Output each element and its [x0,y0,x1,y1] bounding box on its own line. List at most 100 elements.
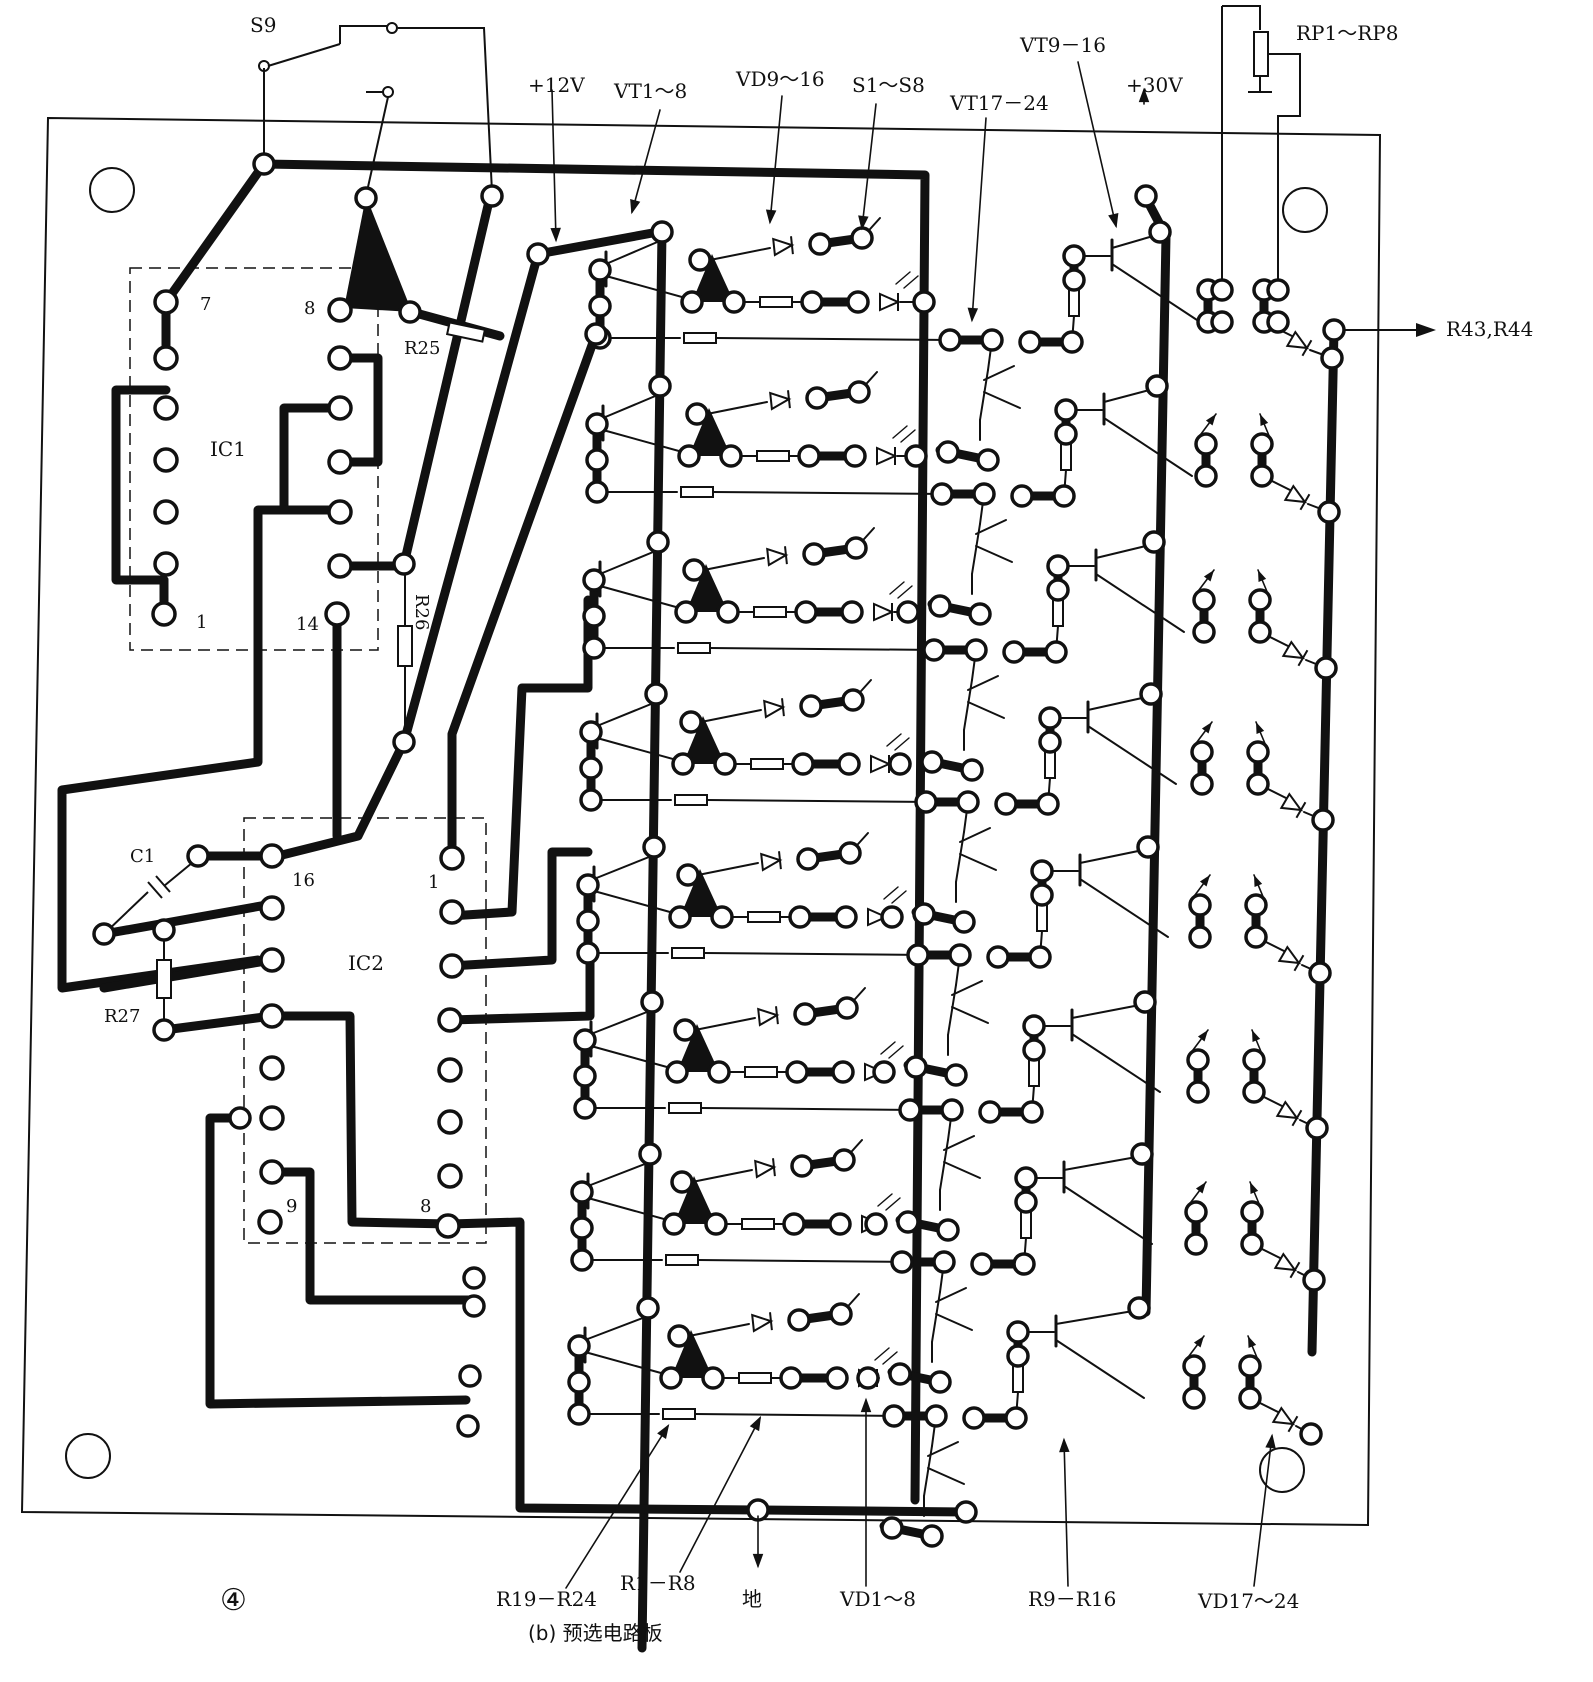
pin-ic1-7: 7 [200,294,211,315]
pad [1004,1406,1028,1430]
pad [976,448,1000,472]
pad [805,386,829,410]
pad [682,558,706,582]
pad [912,290,936,314]
triangle-pad [671,1330,713,1378]
pad [662,1212,686,1236]
transistor-base [963,679,973,731]
trace [688,1323,750,1337]
diode-body [1271,1406,1296,1426]
pad [914,790,938,814]
pad [673,1018,697,1042]
pad [153,499,179,525]
pad [1320,346,1344,370]
rp1-rp8-pot [1221,5,1301,290]
vd9-16-diode [751,1312,774,1333]
triangle-pad [683,716,725,764]
led-ray [885,1197,901,1211]
label-ic2: IC2 [348,951,384,975]
pad [930,482,954,506]
diode-body [876,446,898,466]
pad [327,297,353,323]
pad [462,1294,486,1318]
diode-bar [778,851,782,870]
mounting-hole [65,1433,111,1479]
diode-body [1281,640,1306,660]
trace [935,1313,973,1331]
pad [1322,318,1346,342]
transistor-collector [587,1161,651,1187]
trace [975,519,1007,535]
pad [828,1212,852,1236]
transistor-base [939,1139,949,1191]
pad [1145,374,1169,398]
pad [960,758,984,782]
led-ray [882,1351,898,1365]
diode-bar [769,1312,773,1331]
pad [920,1524,944,1548]
diode-bar [775,1006,779,1025]
pad [838,841,862,865]
pad [834,905,858,929]
diode-body [769,391,792,411]
trace [706,799,935,803]
pad [579,720,603,744]
label-vt1-8: VT1～8 [613,79,687,103]
led-ray [889,581,905,595]
trace [927,1467,965,1485]
diode-bar [787,390,791,409]
pad [392,552,416,576]
transistor-base [971,523,981,575]
arrowhead [1265,1433,1276,1449]
arrowhead [1199,875,1210,887]
diode-body [772,237,795,257]
label-vt17-24: VT17－24 [949,91,1049,115]
pad [840,600,864,624]
pad [228,1106,252,1130]
pad [667,1324,691,1348]
pad [327,499,353,525]
pad [1036,792,1060,816]
trace [967,675,999,691]
vd17-24-diode [1273,1252,1301,1279]
label-vt9-16: VT9－16 [1019,33,1106,57]
pad [970,1252,994,1276]
pad [1186,1048,1210,1072]
pad [796,847,820,871]
label-r43-r44: R43,R44 [1446,317,1533,341]
vd9-16-diode [757,1006,780,1027]
pad [906,943,930,967]
pad [588,258,612,282]
pad [1062,244,1086,268]
diode-body [757,1007,780,1027]
label-vd17-24: VD17～24 [1197,1589,1299,1613]
s9-switch [258,22,493,197]
pad [1006,1344,1030,1368]
trace [983,365,1015,381]
pad [636,1296,660,1320]
pad [1188,925,1212,949]
pad [437,1109,463,1135]
trace [1071,1033,1161,1093]
pad [640,990,664,1014]
trace [715,337,953,341]
arrowhead [1195,1182,1206,1194]
pad [642,835,666,859]
pad [570,1216,594,1240]
trace [927,1441,959,1457]
pad [829,1302,853,1326]
r1-r8-resistor [744,1066,778,1078]
pad [802,542,826,566]
trace [703,557,765,571]
pad [1148,220,1172,244]
vd1-8-led [876,446,898,466]
r1-r8-resistor [741,1218,775,1230]
pad [458,1364,482,1388]
r1-r8-resistor [750,758,784,770]
pad [980,328,1004,352]
diode-body [751,1313,774,1333]
label-rp1-rp8: RP1～RP8 [1296,21,1398,45]
pad [1250,432,1274,456]
pad [1250,464,1274,488]
r19-r24-resistor [662,1408,696,1420]
